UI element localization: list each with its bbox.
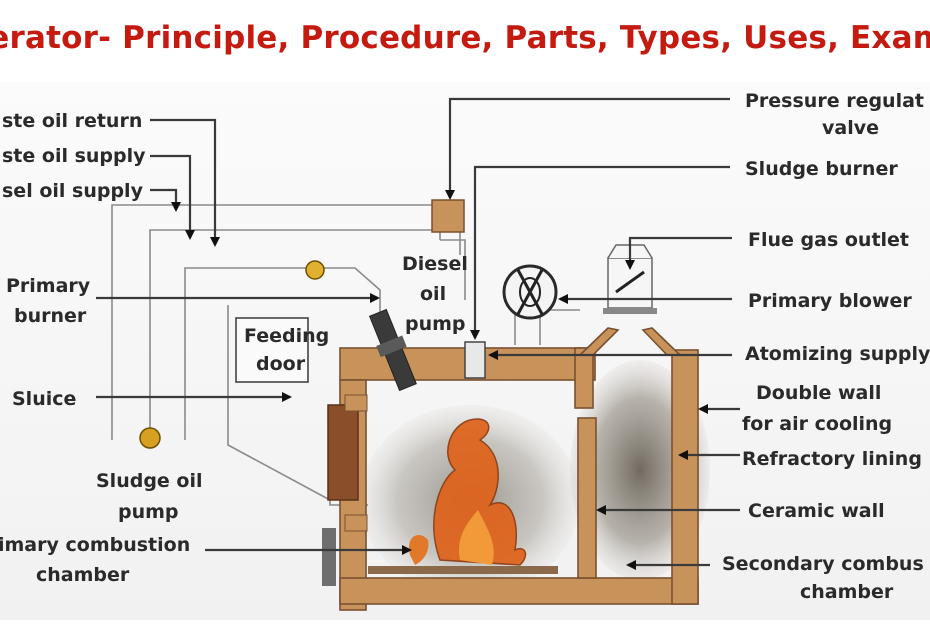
label-diesel-oil-pump-2: oil xyxy=(420,283,446,305)
label-secondary-combustion-1: Secondary combus xyxy=(722,553,924,575)
door-block-top xyxy=(344,394,368,412)
label-sluice: Sluice xyxy=(12,388,76,410)
label-double-wall-1: Double wall xyxy=(756,382,881,404)
primary-blower-icon xyxy=(502,264,558,320)
label-sludge-burner: Sludge burner xyxy=(745,158,898,180)
label-atomizing-supply: Atomizing supply xyxy=(745,343,930,365)
label-feeding-door-2: door xyxy=(256,353,306,375)
leader-lines xyxy=(96,97,740,570)
label-primary-burner-1: Primary xyxy=(6,275,91,297)
sluice-gate xyxy=(322,528,336,586)
label-feeding-door-1: Feeding xyxy=(244,325,329,347)
label-refractory-lining: Refractory lining xyxy=(742,448,922,470)
label-primary-combustion-2: chamber xyxy=(36,564,130,586)
flame xyxy=(409,418,527,566)
primary-burner-icon xyxy=(368,308,417,392)
sludge-oil-pump-icon xyxy=(139,427,161,449)
line-pump-icon xyxy=(305,260,325,280)
incinerator-diagram: ste oil return ste oil supply sel oil su… xyxy=(0,82,930,620)
label-pressure-valve-1: Pressure regulat xyxy=(745,90,924,112)
label-ceramic-wall: Ceramic wall xyxy=(748,500,885,522)
sludge-burner-nozzle xyxy=(464,341,486,379)
feeding-door-label-box xyxy=(235,317,309,383)
label-diesel-oil-pump-1: Diesel xyxy=(402,253,468,275)
label-waste-oil-return: ste oil return xyxy=(2,110,142,132)
label-primary-combustion-1: imary combustion xyxy=(0,534,190,556)
label-primary-blower: Primary blower xyxy=(748,290,912,312)
hearth-grate xyxy=(368,566,558,574)
label-flue-gas-outlet: Flue gas outlet xyxy=(748,229,909,251)
label-pressure-valve-2: valve xyxy=(822,117,879,139)
pressure-valve-box xyxy=(431,199,465,233)
feeding-door xyxy=(327,404,359,501)
diagram-svg: ste oil return ste oil supply sel oil su… xyxy=(0,90,930,611)
label-primary-burner-2: burner xyxy=(14,305,87,327)
page-title: nerator- Principle, Procedure, Parts, Ty… xyxy=(0,20,930,56)
title-bar: nerator- Principle, Procedure, Parts, Ty… xyxy=(0,0,930,82)
label-sludge-oil-pump-2: pump xyxy=(118,501,179,523)
label-secondary-combustion-2: chamber xyxy=(800,581,894,603)
label-diesel-oil-supply: sel oil supply xyxy=(2,180,144,202)
label-waste-oil-supply: ste oil supply xyxy=(2,145,146,167)
labels: ste oil return ste oil supply sel oil su… xyxy=(0,90,930,603)
label-sludge-oil-pump-1: Sludge oil xyxy=(96,470,203,492)
label-double-wall-2: for air cooling xyxy=(742,413,892,435)
label-diesel-oil-pump-3: pump xyxy=(405,313,466,335)
door-block-bottom xyxy=(344,514,368,532)
